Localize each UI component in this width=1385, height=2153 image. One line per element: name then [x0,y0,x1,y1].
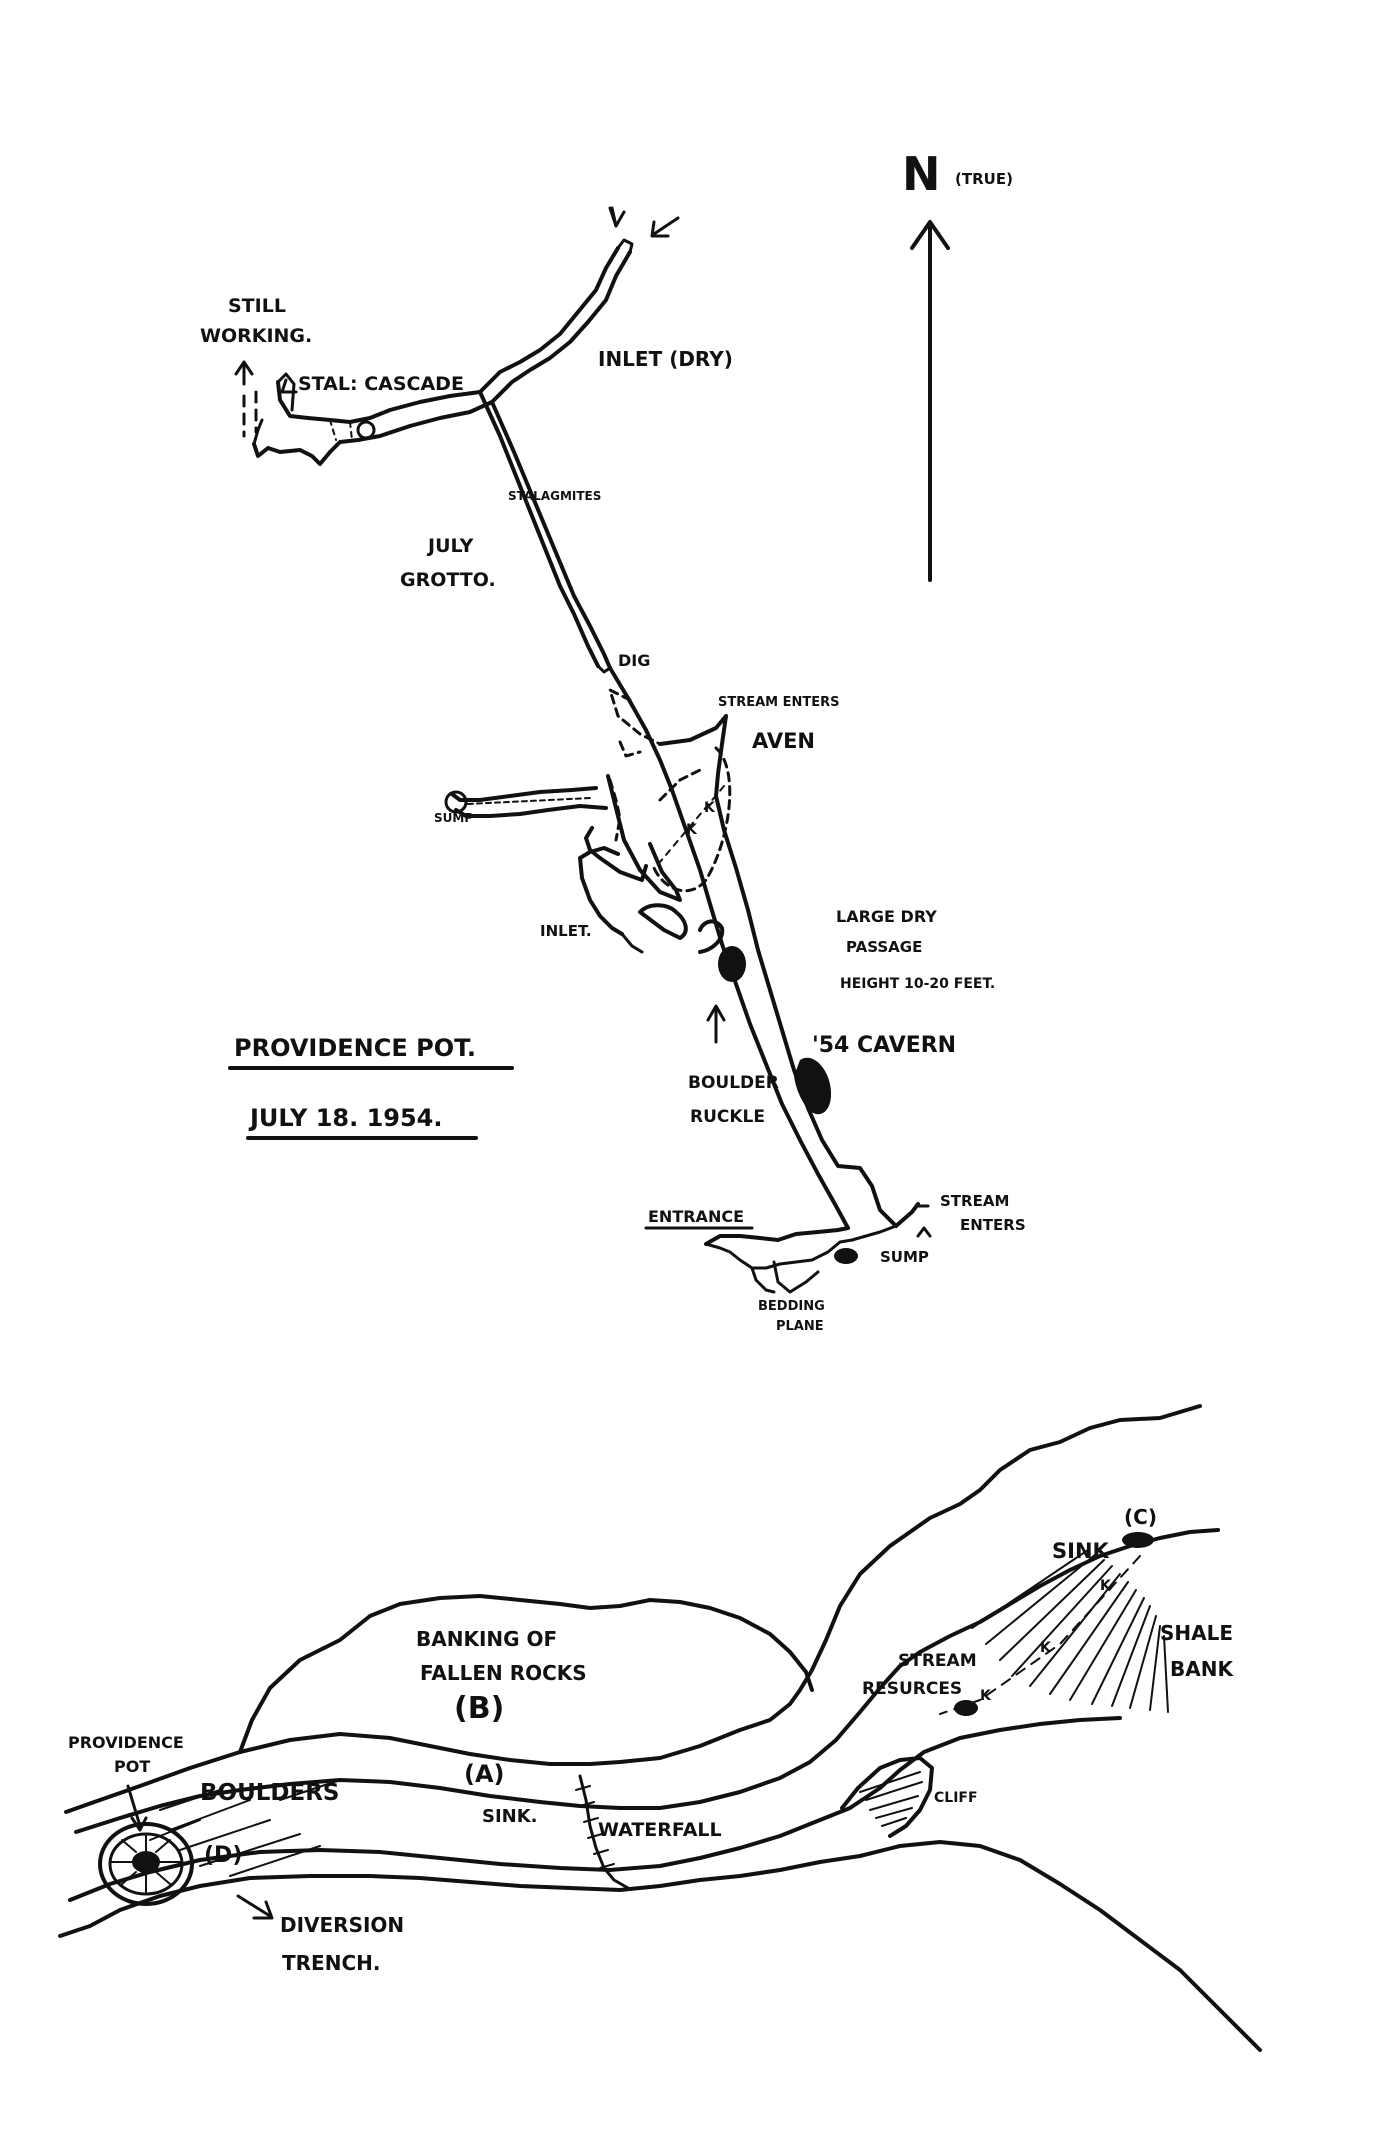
label-sink-c: SINK [1052,1539,1110,1563]
label-large-dry-passage-line1: LARGE DRY [836,907,937,926]
label-stal-cascade: STAL: CASCADE [298,373,464,395]
label-providence-pot-line2: POT [114,1757,150,1776]
map-title: PROVIDENCE POT. [234,1034,476,1062]
label-stalagmites: STALAGMITES [508,489,601,503]
label-shale-bank-line2: BANK [1170,1657,1234,1681]
label-sump-lower: SUMP [880,1248,929,1266]
label-marker-a: (A) [464,1760,505,1788]
label-diversion-trench-line1: DIVERSION [280,1913,404,1937]
label-large-dry-passage-line2: PASSAGE [846,938,922,956]
label-banking-line1: BANKING OF [416,1627,557,1651]
label-july-grotto-line1: JULY [426,535,474,557]
label-stream-enters-upper: STREAM ENTERS [718,695,840,710]
north-arrow: N (TRUE) [902,147,1013,582]
label-inlet-dry: INLET (DRY) [598,347,733,371]
label-stream-resurces-line2: RESURCES [862,1679,962,1699]
label-stream-enters-lower-line1: STREAM [940,1192,1009,1210]
label-waterfall: WATERFALL [598,1819,722,1841]
surface-labels: SINK (C) SHALE BANK BANKING OF FALLEN RO… [68,1505,1234,1975]
label-providence-pot-line1: PROVIDENCE [68,1733,184,1752]
svg-text:K: K [704,800,716,816]
svg-text:K: K [1100,1578,1112,1594]
label-marker-c: (C) [1124,1505,1157,1529]
label-bedding-plane-line2: PLANE [776,1319,824,1334]
label-dig: DIG [618,651,650,670]
label-stream-resurces-line1: STREAM [898,1651,977,1671]
label-boulder-ruckle-line1: BOULDER [688,1073,779,1093]
label-sink-a: SINK. [482,1806,538,1827]
label-stream-enters-lower-line2: ENTERS [960,1216,1026,1234]
cave-passages: K K [234,206,932,1294]
surface-sketch: K K K [58,1404,1262,2052]
svg-text:K: K [980,1688,992,1704]
map-date: JULY 18. 1954. [248,1104,443,1132]
label-large-dry-passage-line3: HEIGHT 10-20 FEET. [840,976,995,992]
label-entrance: ENTRANCE [648,1207,744,1226]
label-marker-b: (B) [454,1691,504,1726]
svg-text:K: K [1040,1640,1052,1656]
label-diversion-trench-line2: TRENCH. [282,1951,380,1975]
label-marker-d: (D) [204,1843,242,1868]
north-qualifier: (TRUE) [955,170,1013,188]
map-title-block: PROVIDENCE POT. JULY 18. 1954. [228,1034,514,1140]
label-boulders: BOULDERS [200,1780,340,1806]
label-banking-line2: FALLEN ROCKS [420,1661,587,1685]
label-still-working-line2: WORKING. [200,325,312,347]
label-aven: AVEN [752,729,815,753]
label-sump-upper: SUMP [434,811,473,825]
label-54-cavern: '54 CAVERN [812,1033,956,1058]
svg-text:K: K [686,822,698,838]
label-july-grotto-line2: GROTTO. [400,569,496,591]
label-bedding-plane-line1: BEDDING [758,1299,825,1314]
label-still-working-line1: STILL [228,295,286,317]
label-cliff: CLIFF [934,1790,978,1806]
label-shale-bank-line1: SHALE [1160,1621,1233,1645]
north-letter: N [902,147,941,201]
label-inlet: INLET. [540,922,592,940]
label-boulder-ruckle-line2: RUCKLE [690,1107,765,1127]
survey-labels: STILL WORKING. STAL: CASCADE INLET (DRY)… [200,295,1026,1334]
